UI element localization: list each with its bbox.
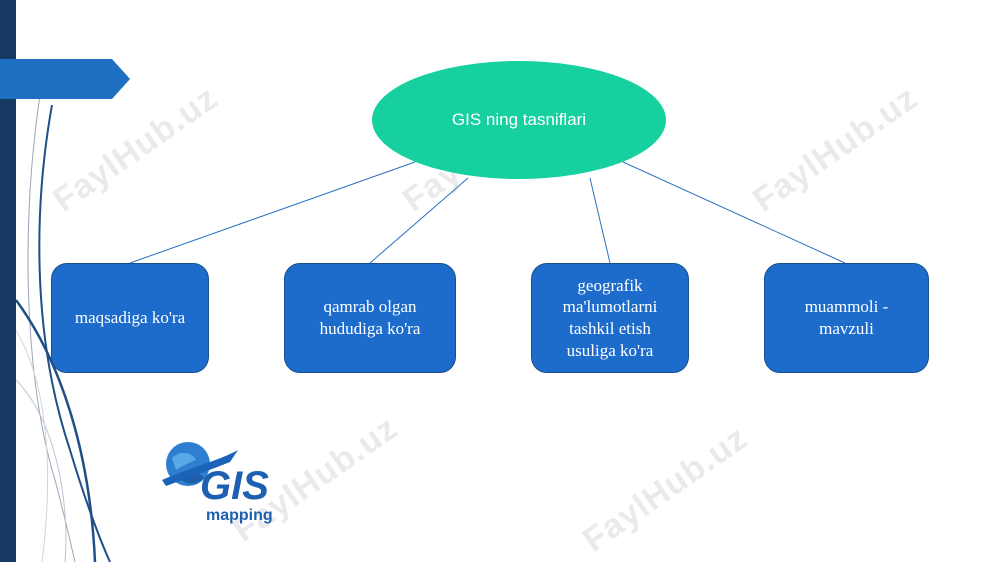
child-node-1: maqsadiga ko'ra xyxy=(51,263,209,373)
logo-gis-text: GIS xyxy=(200,464,269,508)
child-node-4: muammoli - mavzuli xyxy=(764,263,929,373)
child-node-2: qamrab olgan hududiga ko'ra xyxy=(284,263,456,373)
child-node-label: muammoli - mavzuli xyxy=(804,297,889,338)
child-node-label: geografik ma'lumotlarni tashkil etish us… xyxy=(562,275,658,360)
connector-line xyxy=(622,161,846,264)
root-node-label: GIS ning tasniflari xyxy=(451,110,587,129)
gis-mapping-logo: GIS mapping xyxy=(160,440,290,532)
child-node-label: maqsadiga ko'ra xyxy=(74,308,186,328)
sidebar-bar xyxy=(0,0,16,562)
connector-line xyxy=(129,161,416,264)
globe-icon xyxy=(162,442,238,486)
logo-mapping-text: mapping xyxy=(206,507,273,524)
title-arrow-tab xyxy=(0,59,130,99)
root-node: GIS ning tasniflari xyxy=(372,61,666,179)
decorative-curves xyxy=(14,94,111,562)
child-node-3: geografik ma'lumotlarni tashkil etish us… xyxy=(531,263,689,373)
connector-line xyxy=(589,177,611,264)
connector-line xyxy=(369,177,469,264)
child-node-label: qamrab olgan hududiga ko'ra xyxy=(319,297,421,338)
